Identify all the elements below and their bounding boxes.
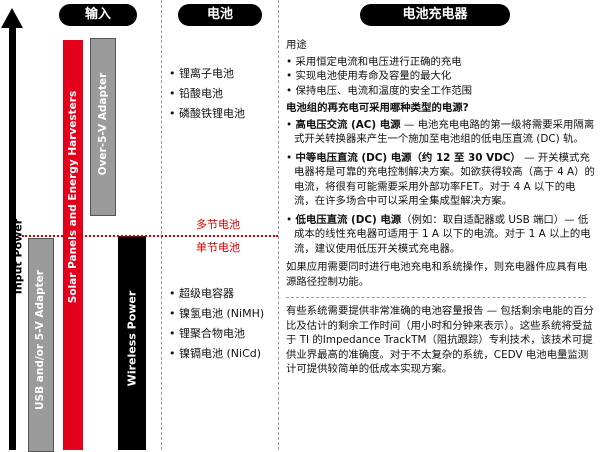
use-item: 保持电压、电流和温度的安全工作范围: [286, 84, 596, 99]
header-input: 输入: [59, 4, 137, 26]
battery-list-multi: 锂离子电池 铅酸电池 磷酸铁锂电池: [169, 64, 245, 124]
solar-harvester-bar: [63, 40, 83, 450]
charger-description: 用途 采用恒定电流和电压进行正确的充电 实现电池使用寿命及容量的最大化 保持电压…: [286, 38, 596, 377]
section-divider: [286, 297, 586, 298]
source-text: — 电池充电电路的第一级将需要采用隔离式开关转换器来产生一个施加至电池组的低电压…: [294, 118, 595, 146]
over-5v-adapter-bar: [90, 38, 116, 216]
header-battery: 电池: [178, 4, 262, 26]
single-cell-label: 单节电池: [196, 241, 240, 254]
source-title: 中等电压直流 (DC) 电源（约 12 至 30 VDC）: [295, 151, 521, 164]
source-title: 低电压直流 (DC) 电源: [295, 213, 402, 226]
source-item-low-dc: 低电压直流 (DC) 电源（例如：取自适配器或 USB 端口）— 低成本的线性充…: [286, 213, 596, 257]
list-item: 锂离子电池: [169, 64, 245, 84]
list-item: 镍镉电池 (NiCd): [169, 344, 264, 364]
list-item: 超级电容器: [169, 284, 264, 304]
arrow-up-icon: [1, 8, 23, 28]
list-item: 铅酸电池: [169, 84, 245, 104]
divider-line-left: [161, 0, 162, 450]
cell-divider-line: [22, 235, 278, 237]
usb-adapter-label: USB and/or 5-V Adapter: [34, 270, 46, 410]
wireless-power-label: Wireless Power: [125, 290, 139, 387]
input-power-label: Input Power: [11, 218, 25, 295]
input-power-arrow: [9, 24, 16, 450]
wireless-power-bar: [118, 236, 146, 450]
source-title: 高电压交流 (AC) 电源: [295, 118, 401, 131]
source-text: — 开关模式充电器将是可靠的充电控制解决方案。如欲获得较高（高于 4 A）的电流…: [294, 151, 595, 208]
source-item-mid-dc: 中等电压直流 (DC) 电源（约 12 至 30 VDC） — 开关模式充电器将…: [286, 151, 596, 209]
header-charger: 电池充电器: [360, 4, 510, 26]
list-item: 锂聚合物电池: [169, 324, 264, 344]
gauge-paragraph: 有些系统需要提供非常准确的电池容量报告 — 包括剩余电能的百分比及估计的剩余工作…: [286, 305, 594, 375]
usb-adapter-bar: [28, 238, 54, 452]
battery-list-single: 超级电容器 镍氢电池 (NiMH) 锂聚合物电池 镍镉电池 (NiCd): [169, 284, 264, 364]
source-question: 电池组的再充电可采用哪种类型的电源?: [286, 102, 469, 114]
multi-cell-label: 多节电池: [196, 218, 240, 231]
list-item: 镍氢电池 (NiMH): [169, 304, 264, 324]
solar-harvester-label: Solar Panels and Energy Harvesters: [67, 90, 79, 304]
source-text: （例如：取自适配器或 USB 端口）— 低成本的线性充电器可适用于 1 A 以下…: [294, 213, 591, 255]
list-item: 磷酸铁锂电池: [169, 104, 245, 124]
divider-line-right: [278, 0, 279, 450]
over-5v-adapter-label: Over-5-V Adapter: [97, 72, 109, 176]
use-item: 采用恒定电流和电压进行正确的充电: [286, 55, 596, 70]
use-item: 实现电池使用寿命及容量的最大化: [286, 69, 596, 84]
source-item-ac: 高电压交流 (AC) 电源 — 电池充电电路的第一级将需要采用隔离式开关转换器来…: [286, 118, 596, 147]
uses-title: 用途: [286, 39, 307, 51]
power-path-paragraph: 如果应用需要同时进行电池充电和系统操作，则充电器件应具有电源路径控制功能。: [286, 261, 588, 288]
